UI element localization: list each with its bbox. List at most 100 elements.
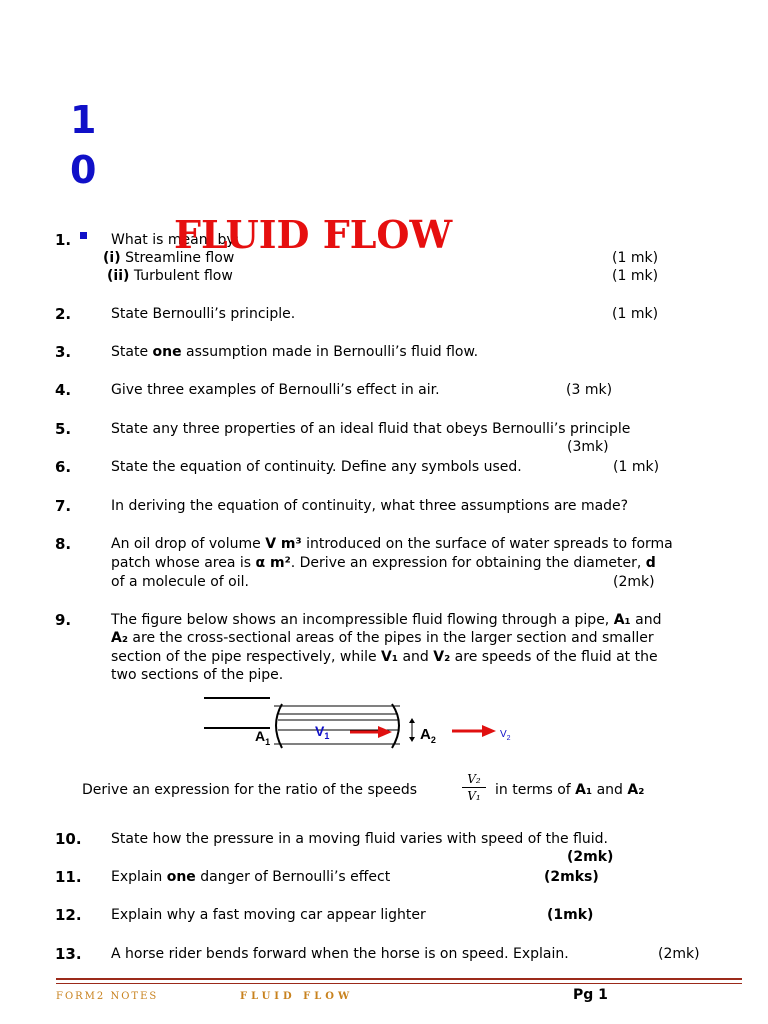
question-5-number: 5. <box>55 420 72 438</box>
question-9-line-4: two sections of the pipe. <box>111 667 284 683</box>
q9-a1: A₁ <box>613 612 631 628</box>
q9-derive-a1: A₁ <box>575 782 593 798</box>
part-i-text: Streamline flow <box>125 250 235 266</box>
footer-rule-top <box>56 978 742 980</box>
q8-area: α m² <box>255 555 291 571</box>
question-3-number: 3. <box>55 343 72 361</box>
question-8-line-1: An oil drop of volume V m³ introduced on… <box>111 536 673 552</box>
section-a2-arc <box>391 703 400 749</box>
question-9-derive-text: Derive an expression for the ratio of th… <box>82 782 418 798</box>
question-8-number: 8. <box>55 535 72 553</box>
question-2-text: State Bernoulli’s principle. <box>111 306 296 322</box>
q9-l1a: The figure below shows an incompressible… <box>111 612 614 628</box>
speed-ratio-fraction: V₂ V₁ <box>462 772 486 803</box>
question-9-derive-tail: in terms of A₁ and A₂ <box>495 782 644 798</box>
label-v1: V1 <box>315 723 329 741</box>
v1-arrowhead <box>378 726 392 738</box>
question-12-number: 12. <box>55 906 82 924</box>
label-a2: A2 <box>420 726 436 745</box>
question-10-number: 10. <box>55 830 82 848</box>
q9-l2b: are the cross-sectional areas of the pip… <box>127 630 654 646</box>
question-13-text: A horse rider bends forward when the hor… <box>111 946 569 962</box>
q8-diameter: d <box>645 555 656 571</box>
q9-derive-and: and <box>592 782 628 798</box>
q9-v1: V₁ <box>381 649 399 665</box>
question-4-marks: (3 mk) <box>566 382 613 398</box>
question-8-line-3: of a molecule of oil. <box>111 574 249 590</box>
question-4-number: 4. <box>55 381 72 399</box>
q8-volume: V m³ <box>265 536 302 552</box>
chapter-dot <box>80 232 87 239</box>
q11-pre: Explain <box>111 869 167 885</box>
question-13-marks: (2mk) <box>658 946 700 962</box>
fraction-numerator: V₂ <box>467 772 481 786</box>
label-v2: V2 <box>500 729 511 742</box>
question-7-number: 7. <box>55 497 72 515</box>
footer-notes-label: FORM2 NOTES <box>56 991 159 1002</box>
q9-l1c: and <box>630 612 662 628</box>
chapter-digit-1: 1 <box>70 98 97 142</box>
question-5-marks: (3mk) <box>567 439 609 455</box>
question-2-number: 2. <box>55 305 72 323</box>
question-10-text: State how the pressure in a moving fluid… <box>111 831 608 847</box>
part-ii-text: Turbulent flow <box>133 268 233 284</box>
question-12-text: Explain why a fast moving car appear lig… <box>111 907 426 923</box>
v2-arrowhead <box>482 725 496 737</box>
question-2-marks: (1 mk) <box>612 306 659 322</box>
q9-derive-a2: A₂ <box>627 782 645 798</box>
question-1-intro: What is meant by; <box>111 232 240 248</box>
q3-pre: State <box>111 344 153 360</box>
question-9-line-2: A₂ are the cross-sectional areas of the … <box>111 630 654 646</box>
page-number: Pg 1 <box>573 987 608 1003</box>
question-6-marks: (1 mk) <box>613 459 660 475</box>
question-1-part-i-marks: (1 mk) <box>612 250 659 266</box>
q3-post: assumption made in Bernoulli’s fluid flo… <box>181 344 479 360</box>
q8-l2a: patch whose area is <box>111 555 256 571</box>
question-9-line-3: section of the pipe respectively, while … <box>111 649 658 665</box>
question-6-number: 6. <box>55 458 72 476</box>
question-13-number: 13. <box>55 945 82 963</box>
q9-l3a: section of the pipe respectively, while <box>111 649 382 665</box>
fraction-bar <box>462 787 486 788</box>
question-3-text: State one assumption made in Bernoulli’s… <box>111 344 478 360</box>
a2-dimension-arrowheads <box>409 718 415 742</box>
question-12-marks: (1mk) <box>547 907 594 923</box>
q9-a2: A₂ <box>111 630 128 646</box>
q9-derive-b: in terms of <box>495 782 576 798</box>
question-6-text: State the equation of continuity. Define… <box>111 459 522 475</box>
pipe-diagram: A1 V1 A2 V2 <box>204 697 511 749</box>
question-1-part-ii: (ii) Turbulent flow <box>107 268 233 284</box>
question-11-marks: (2mks) <box>544 869 599 885</box>
q9-l3c: and <box>398 649 434 665</box>
question-9-line-1: The figure below shows an incompressible… <box>111 612 661 628</box>
question-11-number: 11. <box>55 868 82 886</box>
question-1-part-i: (i) Streamline flow <box>103 250 234 266</box>
question-8-marks: (2mk) <box>613 574 655 590</box>
question-5-text: State any three properties of an ideal f… <box>111 421 631 437</box>
question-11-text: Explain one danger of Bernoulli’s effect <box>111 869 390 885</box>
question-7-text: In deriving the equation of continuity, … <box>111 498 629 514</box>
page-title: FLUID FLOW <box>174 212 453 257</box>
question-4-text: Give three examples of Bernoulli’s effec… <box>111 382 440 398</box>
q3-bold: one <box>152 344 182 360</box>
part-i-label: (i) <box>103 250 121 266</box>
section-a1-arc <box>275 703 283 749</box>
q8-l1c: introduced on the surface of water sprea… <box>301 536 673 552</box>
footer-rule-bottom <box>56 983 742 984</box>
question-8-line-2: patch whose area is α m². Derive an expr… <box>111 555 656 571</box>
footer-chapter-label: FLUID FLOW <box>240 991 354 1002</box>
q11-bold: one <box>166 869 196 885</box>
label-a1: A1 <box>255 728 270 747</box>
chapter-digit-0: 0 <box>70 148 97 192</box>
q8-l2c: . Derive an expression for obtaining the… <box>290 555 646 571</box>
question-9-number: 9. <box>55 611 72 629</box>
q11-post: danger of Bernoulli’s effect <box>195 869 391 885</box>
part-ii-label: (ii) <box>107 268 130 284</box>
fraction-denominator: V₁ <box>467 789 481 803</box>
question-10-marks: (2mk) <box>567 849 614 865</box>
question-1-number: 1. <box>55 231 72 249</box>
q9-v2: V₂ <box>433 649 451 665</box>
q8-l1a: An oil drop of volume <box>111 536 266 552</box>
question-1-part-ii-marks: (1 mk) <box>612 268 659 284</box>
q9-l3e: are speeds of the fluid at the <box>450 649 658 665</box>
